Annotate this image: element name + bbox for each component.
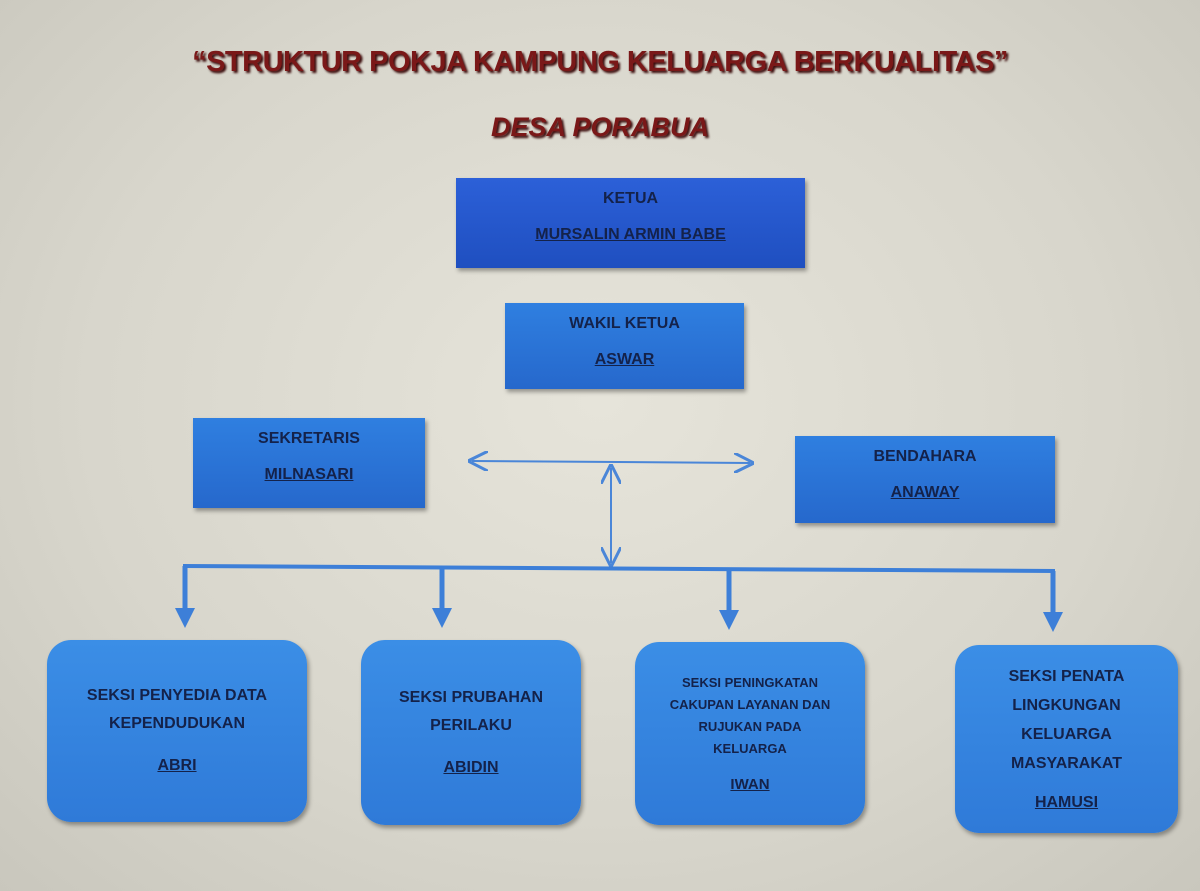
seksi-3-name: IWAN [730,775,770,793]
chart-title: “STRUKTUR POKJA KAMPUNG KELUARGA BERKUAL… [192,46,1008,78]
sekretaris-role: SEKRETARIS [258,430,360,447]
sekretaris-box: SEKRETARIS MILNASARI [193,418,425,508]
seksi-3-line: SEKSI PENINGKATAN [681,674,819,690]
seksi-4-line: LINGKUNGAN [1012,696,1121,714]
seksi-2-line: PERILAKU [430,716,512,734]
sekretaris-name: MILNASARI [264,466,354,483]
seksi-box-4: SEKSI PENATA LINGKUNGAN KELUARGA MASYARA… [955,645,1178,833]
bendahara-box: BENDAHARA ANAWAY [795,436,1055,523]
bendahara-role: BENDAHARA [873,448,977,465]
seksi-3-line: RUJUKAN PADA [698,718,802,734]
seksi-1-line: KEPENDUDUKAN [108,715,245,732]
seksi-1-name: ABRI [157,757,197,774]
seksi-3-line: KELUARGA [713,740,787,756]
sekretaris-bendahara-arrow [472,461,750,463]
seksi-2-name: ABIDIN [443,758,499,776]
chart-subtitle: DESA PORABUA [490,112,710,142]
seksi-4-line: SEKSI PENATA [1008,667,1125,685]
ketua-box: KETUA MURSALIN ARMIN BABE [456,178,805,268]
ketua-role: KETUA [602,190,659,207]
wakil-ketua-name: ASWAR [594,351,655,368]
seksi-box-2: SEKSI PRUBAHAN PERILAKU ABIDIN [361,640,581,825]
wakil-ketua-role: WAKIL KETUA [569,315,680,332]
seksi-4-line: KELUARGA [1021,725,1112,743]
ketua-name: MURSALIN ARMIN BABE [535,226,726,243]
seksi-1-line: SEKSI PENYEDIA DATA [86,687,268,704]
bendahara-name: ANAWAY [890,484,960,501]
seksi-box-1: SEKSI PENYEDIA DATA KEPENDUDUKAN ABRI [47,640,307,822]
seksi-4-line: MASYARAKAT [1010,754,1123,772]
seksi-4-name: HAMUSI [1034,793,1099,811]
bus-line [182,564,1056,573]
seksi-box-3: SEKSI PENINGKATAN CAKUPAN LAYANAN DAN RU… [635,642,865,825]
wakil-ketua-box: WAKIL KETUA ASWAR [505,303,744,389]
seksi-3-line: CAKUPAN LAYANAN DAN [669,696,831,712]
seksi-2-line: SEKSI PRUBAHAN [398,688,543,706]
